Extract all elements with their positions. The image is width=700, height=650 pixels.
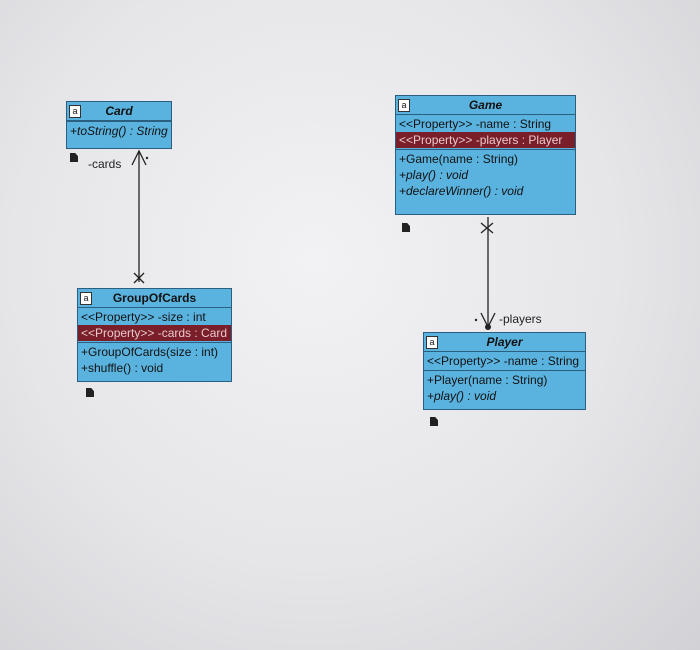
arrowhead-icon — [480, 312, 496, 329]
class-game[interactable]: a Game <<Property>> -name : String <<Pro… — [395, 95, 576, 215]
attribute-row[interactable]: <<Property>> -size : int — [81, 310, 206, 324]
ownership-dot-icon — [485, 324, 491, 330]
attribute-row[interactable]: <<Property>> -name : String — [427, 354, 580, 368]
class-card-operations: +toString() : String — [67, 122, 171, 140]
operation-row[interactable]: +Game(name : String) — [399, 152, 519, 166]
arrowhead-icon — [131, 149, 147, 166]
class-player-operations: +Player(name : String) +play() : void — [424, 371, 585, 405]
class-game-attributes: <<Property>> -name : String <<Property>>… — [396, 115, 575, 150]
operation-row[interactable]: +GroupOfCards(size : int) — [81, 345, 219, 359]
class-group-of-cards-operations: +GroupOfCards(size : int) +shuffle() : v… — [78, 343, 231, 377]
class-group-of-cards-name: GroupOfCards — [112, 291, 197, 305]
class-card-name: Card — [105, 104, 133, 118]
note-icon — [402, 223, 410, 232]
class-game-operations: +Game(name : String) +play() : void +dec… — [396, 150, 575, 200]
non-navigable-x-icon — [133, 272, 145, 284]
class-card[interactable]: a Card +toString() : String — [66, 101, 172, 149]
abstract-class-icon: a — [426, 336, 438, 349]
note-icon — [70, 153, 78, 162]
attribute-row-selected[interactable]: <<Property>> -players : Player — [396, 132, 575, 148]
class-player-attributes: <<Property>> -name : String — [424, 352, 585, 371]
role-label-cards: -cards — [88, 157, 122, 171]
attribute-row[interactable]: <<Property>> -name : String — [399, 117, 552, 131]
operation-row[interactable]: +shuffle() : void — [81, 361, 164, 375]
association-cards[interactable] — [131, 149, 149, 284]
class-group-of-cards-header: a GroupOfCards — [78, 289, 231, 308]
operation-row[interactable]: +Player(name : String) — [427, 373, 548, 387]
class-player[interactable]: a Player <<Property>> -name : String +Pl… — [423, 332, 586, 410]
operation-row[interactable]: +toString() : String — [70, 124, 168, 138]
class-card-header: a Card — [67, 102, 171, 121]
abstract-class-icon: a — [80, 292, 92, 305]
note-icon — [86, 388, 94, 397]
abstract-class-icon: a — [398, 99, 410, 112]
class-player-name: Player — [486, 335, 523, 349]
abstract-class-icon: a — [69, 105, 81, 118]
operation-row[interactable]: +play() : void — [427, 389, 497, 403]
class-group-of-cards[interactable]: a GroupOfCards <<Property>> -size : int … — [77, 288, 232, 382]
role-label-players: -players — [499, 312, 542, 326]
class-player-header: a Player — [424, 333, 585, 352]
class-group-of-cards-attributes: <<Property>> -size : int <<Property>> -c… — [78, 308, 231, 343]
association-players[interactable] — [474, 217, 496, 330]
class-game-name: Game — [468, 98, 503, 112]
class-game-header: a Game — [396, 96, 575, 115]
note-icon — [430, 417, 438, 426]
operation-row[interactable]: +play() : void — [399, 168, 469, 182]
non-navigable-x-icon — [480, 222, 494, 234]
attribute-row-selected[interactable]: <<Property>> -cards : Card — [78, 325, 231, 341]
operation-row[interactable]: +declareWinner() : void — [399, 184, 524, 198]
class-card-attributes — [67, 121, 171, 122]
